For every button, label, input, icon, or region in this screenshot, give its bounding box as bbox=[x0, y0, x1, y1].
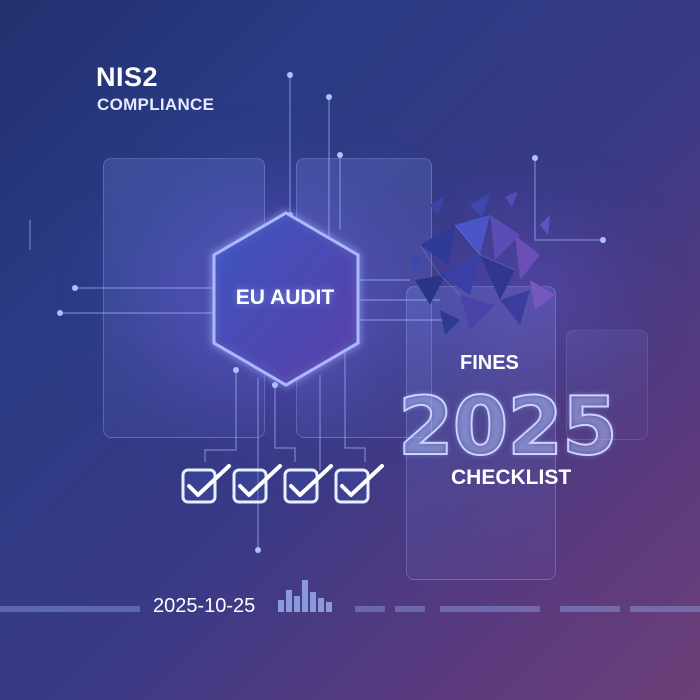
shattered-triangles-icon bbox=[410, 191, 555, 335]
date-label: 2025-10-25 bbox=[153, 595, 256, 617]
checkbox-checked-icon bbox=[181, 464, 231, 504]
fines-label: FINES bbox=[460, 352, 519, 374]
checkbox-checked-icon bbox=[232, 464, 282, 504]
eu-audit-label: EU AUDIT bbox=[235, 286, 335, 309]
page-subtitle: COMPLIANCE bbox=[97, 95, 215, 114]
glass-panel-right-tall bbox=[406, 286, 556, 580]
equalizer-bars-icon bbox=[278, 580, 332, 612]
checkbox-checked-icon bbox=[283, 464, 333, 504]
glass-panel-right-small bbox=[566, 330, 648, 440]
checkbox-checked-icon bbox=[334, 464, 384, 504]
hexagon-frame-icon bbox=[212, 211, 360, 387]
checklist-label: CHECKLIST bbox=[451, 466, 572, 489]
page-title: NIS2 bbox=[96, 62, 159, 92]
bottom-dotted-strip bbox=[0, 606, 700, 612]
year-label: 2025 bbox=[397, 379, 619, 474]
